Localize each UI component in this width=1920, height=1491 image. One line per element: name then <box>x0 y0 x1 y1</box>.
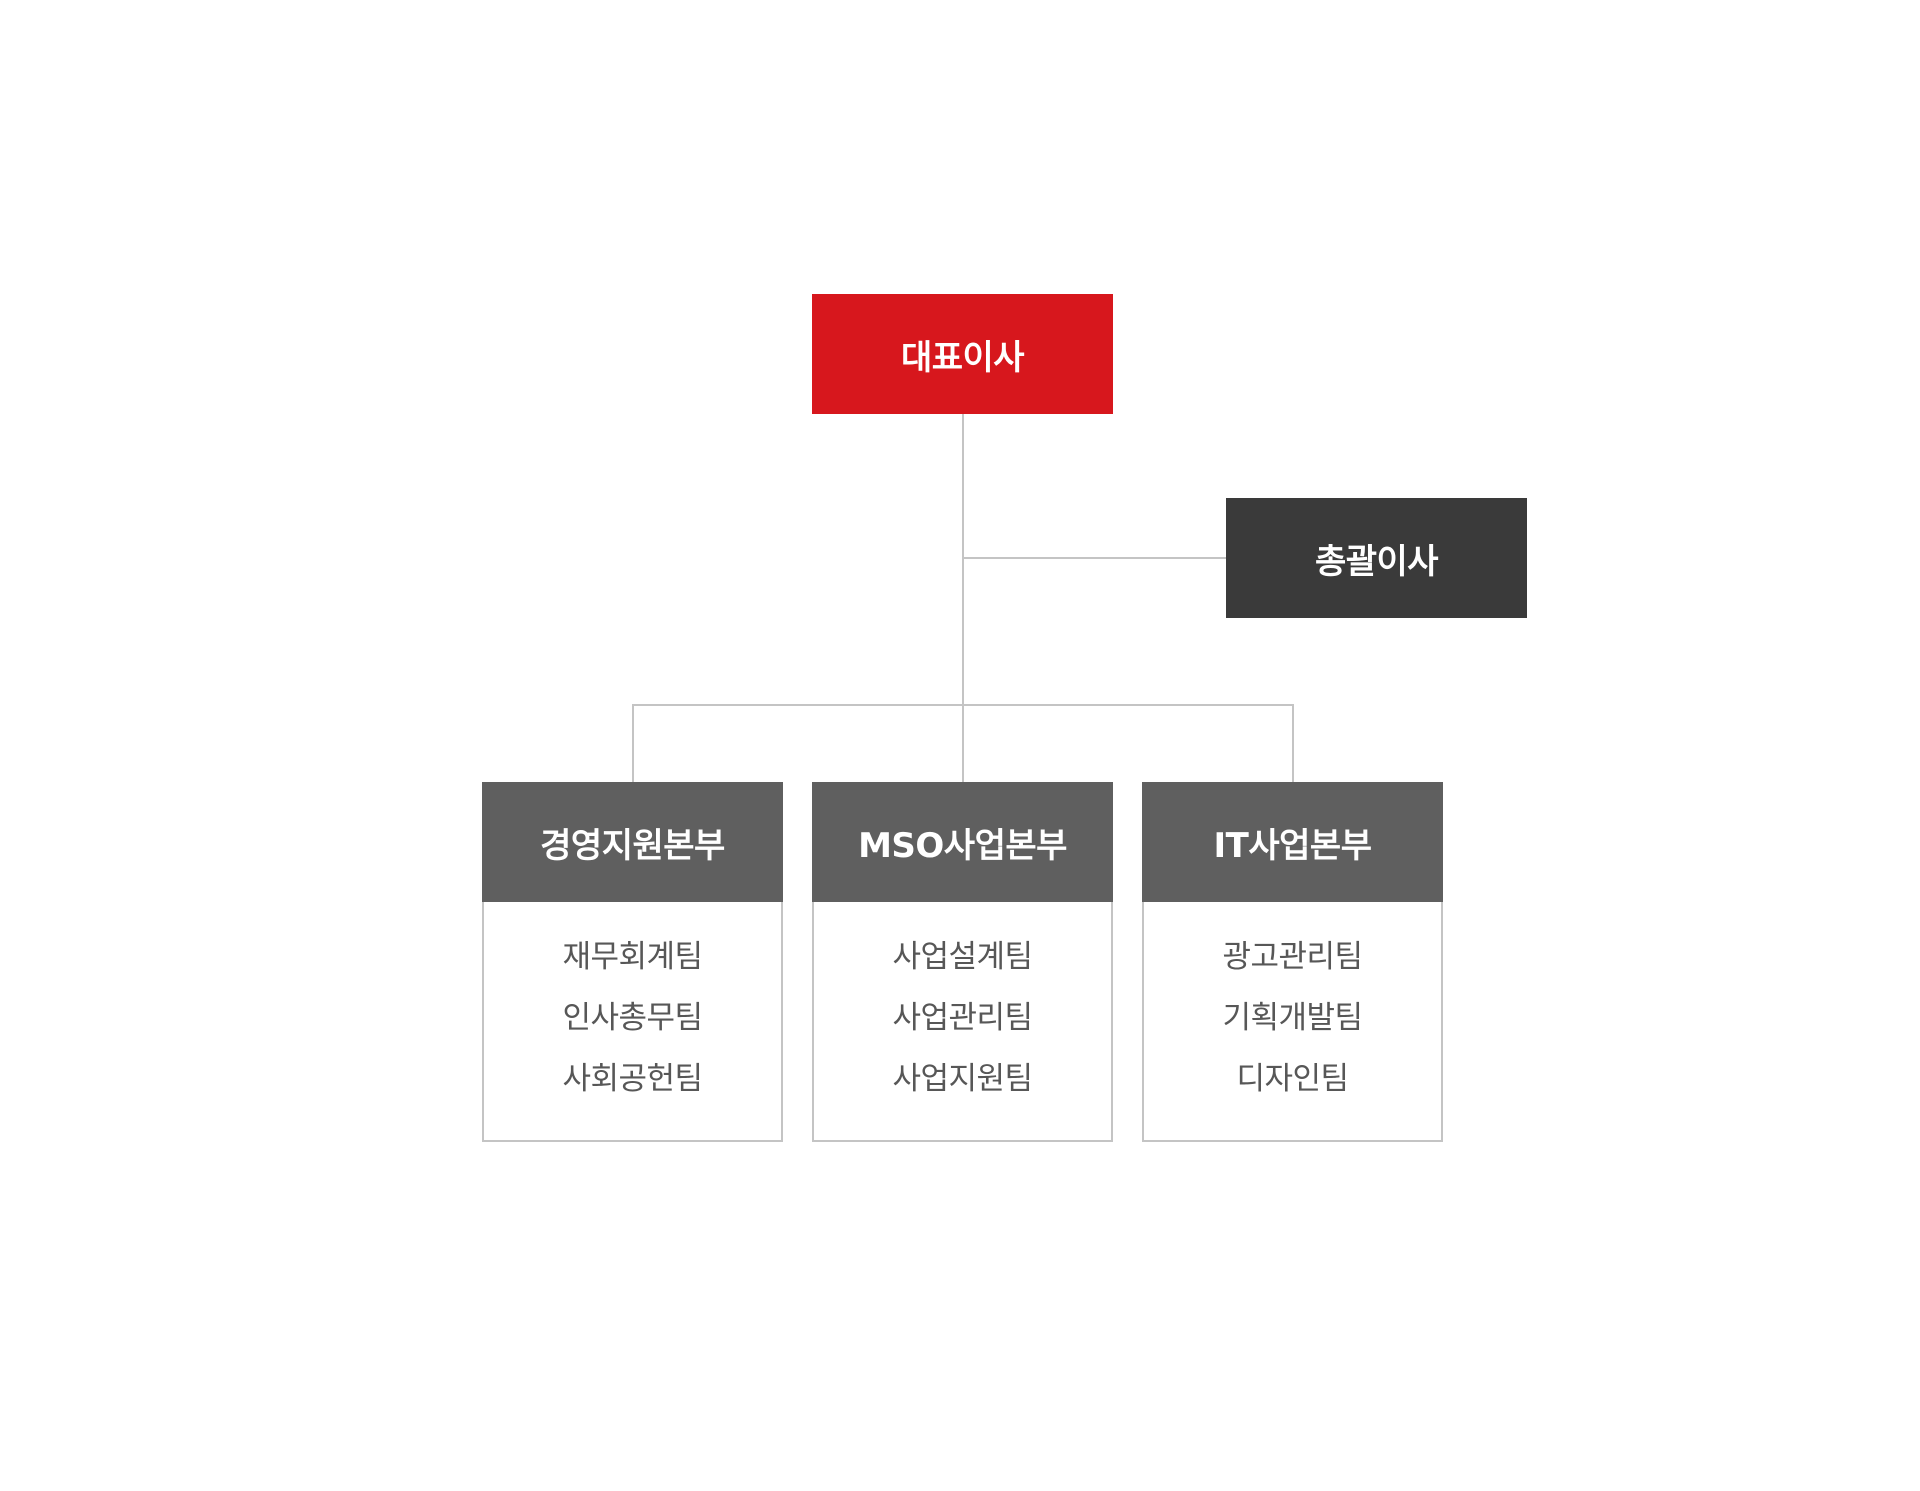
division-mso-business: MSO사업본부 사업설계팀 사업관리팀 사업지원팀 <box>812 782 1113 1142</box>
team-item: 사업설계팀 <box>892 938 1033 975</box>
connector-division-bus <box>632 704 1294 706</box>
connector-ceo-trunk <box>962 414 964 782</box>
team-item: 사업관리팀 <box>892 999 1033 1036</box>
division-management-support: 경영지원본부 재무회계팀 인사총무팀 사회공헌팀 <box>482 782 783 1142</box>
team-item: 기획개발팀 <box>1222 999 1363 1036</box>
team-list: 재무회계팀 인사총무팀 사회공헌팀 <box>482 902 783 1142</box>
connector-division-3 <box>1292 704 1294 782</box>
division-label: 경영지원본부 <box>540 825 725 866</box>
division-header: 경영지원본부 <box>482 782 783 902</box>
team-item: 사회공헌팀 <box>562 1060 703 1097</box>
ceo-label: 대표이사 <box>900 337 1025 378</box>
team-item: 광고관리팀 <box>1222 938 1363 975</box>
team-list: 광고관리팀 기획개발팀 디자인팀 <box>1142 902 1443 1142</box>
general-manager-box: 총괄이사 <box>1226 498 1527 618</box>
division-label: MSO사업본부 <box>858 825 1067 866</box>
team-item: 사업지원팀 <box>892 1060 1033 1097</box>
division-label: IT사업본부 <box>1213 825 1372 866</box>
connector-gm-branch <box>962 557 1226 559</box>
connector-division-1 <box>632 704 634 782</box>
division-it-business: IT사업본부 광고관리팀 기획개발팀 디자인팀 <box>1142 782 1443 1142</box>
general-manager-label: 총괄이사 <box>1314 541 1439 582</box>
division-header: IT사업본부 <box>1142 782 1443 902</box>
team-list: 사업설계팀 사업관리팀 사업지원팀 <box>812 902 1113 1142</box>
team-item: 디자인팀 <box>1236 1060 1349 1097</box>
ceo-box: 대표이사 <box>812 294 1113 414</box>
team-item: 인사총무팀 <box>562 999 703 1036</box>
team-item: 재무회계팀 <box>562 938 703 975</box>
division-header: MSO사업본부 <box>812 782 1113 902</box>
